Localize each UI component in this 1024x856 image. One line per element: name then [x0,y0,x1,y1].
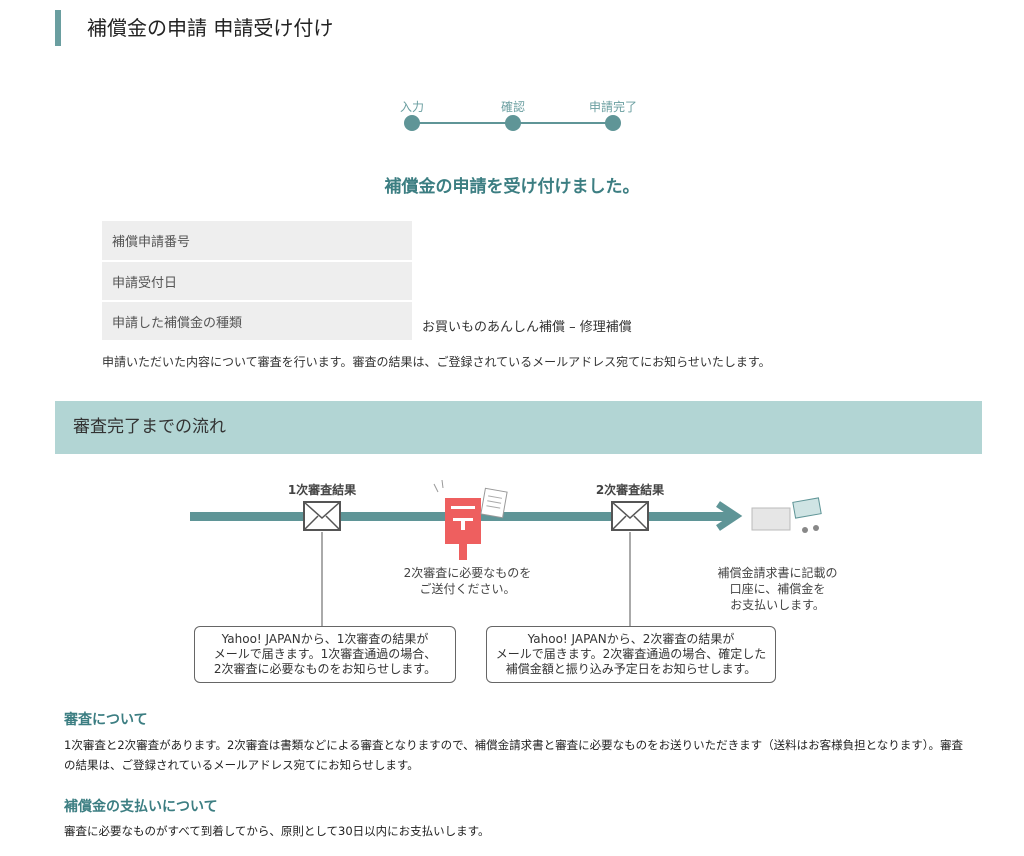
review-section-body: 1次審査と2次審査があります。2次審査は書類などによる審査となりますので、補償金… [64,738,964,772]
second-result-info-box: Yahoo! JAPANから、2次審査の結果がメールで届きます。2次審査通過の場… [486,626,776,683]
mail-icon [611,501,649,531]
detail-label: 申請受付日 [102,261,412,302]
review-section-heading: 審査について [64,712,148,728]
flow-diagram [190,479,822,570]
caption-line: ご送付ください。 [419,582,516,596]
documents-icon [480,487,508,519]
payment-section-heading: 補償金の支払いについて [64,799,218,815]
step-confirm-label: 確認 [500,100,525,114]
caption-line: お支払いします。 [730,598,825,612]
sparkle-lines [433,479,444,493]
detail-label: 補償申請番号 [102,221,412,262]
first-result-label: 1次審査結果 [287,483,357,497]
box-line: Yahoo! JAPANから、2次審査の結果が [527,632,735,646]
step-input-label: 入力 [399,100,424,114]
flow-heading: 審査完了までの流れ [55,401,982,454]
page-title: 補償金の申請 申請受け付け [55,10,333,46]
step-confirm-dot [505,115,521,131]
completion-message: 補償金の申請を受け付けました。 [384,177,640,197]
box-line: メールで届きます。2次審査通過の場合、確定した [495,647,767,661]
caption-line: 補償金請求書に記載の [717,566,838,580]
send-docs-caption: 2次審査に必要なものをご送付ください。 [370,565,565,597]
box-line: メールで届きます。1次審査通過の場合、 [213,647,437,661]
money-icon [751,497,822,533]
application-details-table: 補償申請番号 申請受付日 申請した補償金の種類お買いものあんしん補償 – 修理補… [102,221,712,342]
table-row: 補償申請番号 [102,221,712,262]
step-input-dot [404,115,420,131]
arrow-head-icon [716,501,743,531]
detail-label: 申請した補償金の種類 [102,301,412,342]
payment-caption: 補償金請求書に記載の口座に、補償金をお支払いします。 [700,565,855,613]
payment-section-body: 審査に必要なものがすべて到着してから、原則として30日以内にお支払いします。 [64,824,490,838]
table-row: 申請した補償金の種類お買いものあんしん補償 – 修理補償 [102,301,712,342]
caption-line: 口座に、補償金を [729,582,826,596]
mail-icon [303,501,341,531]
table-row: 申請受付日 [102,261,712,302]
second-result-label: 2次審査結果 [595,483,665,497]
detail-value [412,261,712,301]
review-note: 申請いただいた内容について審査を行います。審査の結果は、ご登録されているメールア… [102,355,771,369]
caption-line: 2次審査に必要なものを [403,566,532,580]
box-line: Yahoo! JAPANから、1次審査の結果が [221,632,429,646]
step-complete-dot [605,115,621,131]
detail-value: お買いものあんしん補償 – 修理補償 [422,319,632,335]
first-result-info-box: Yahoo! JAPANから、1次審査の結果がメールで届きます。1次審査通過の場… [194,626,456,683]
connector-lines [321,568,631,628]
detail-value [412,221,712,261]
postbox-icon [445,498,481,560]
step-complete-label: 申請完了 [588,100,637,114]
box-line: 補償金額と振り込み予定日をお知らせします。 [505,662,757,676]
box-line: 2次審査に必要なものをお知らせします。 [213,662,437,676]
